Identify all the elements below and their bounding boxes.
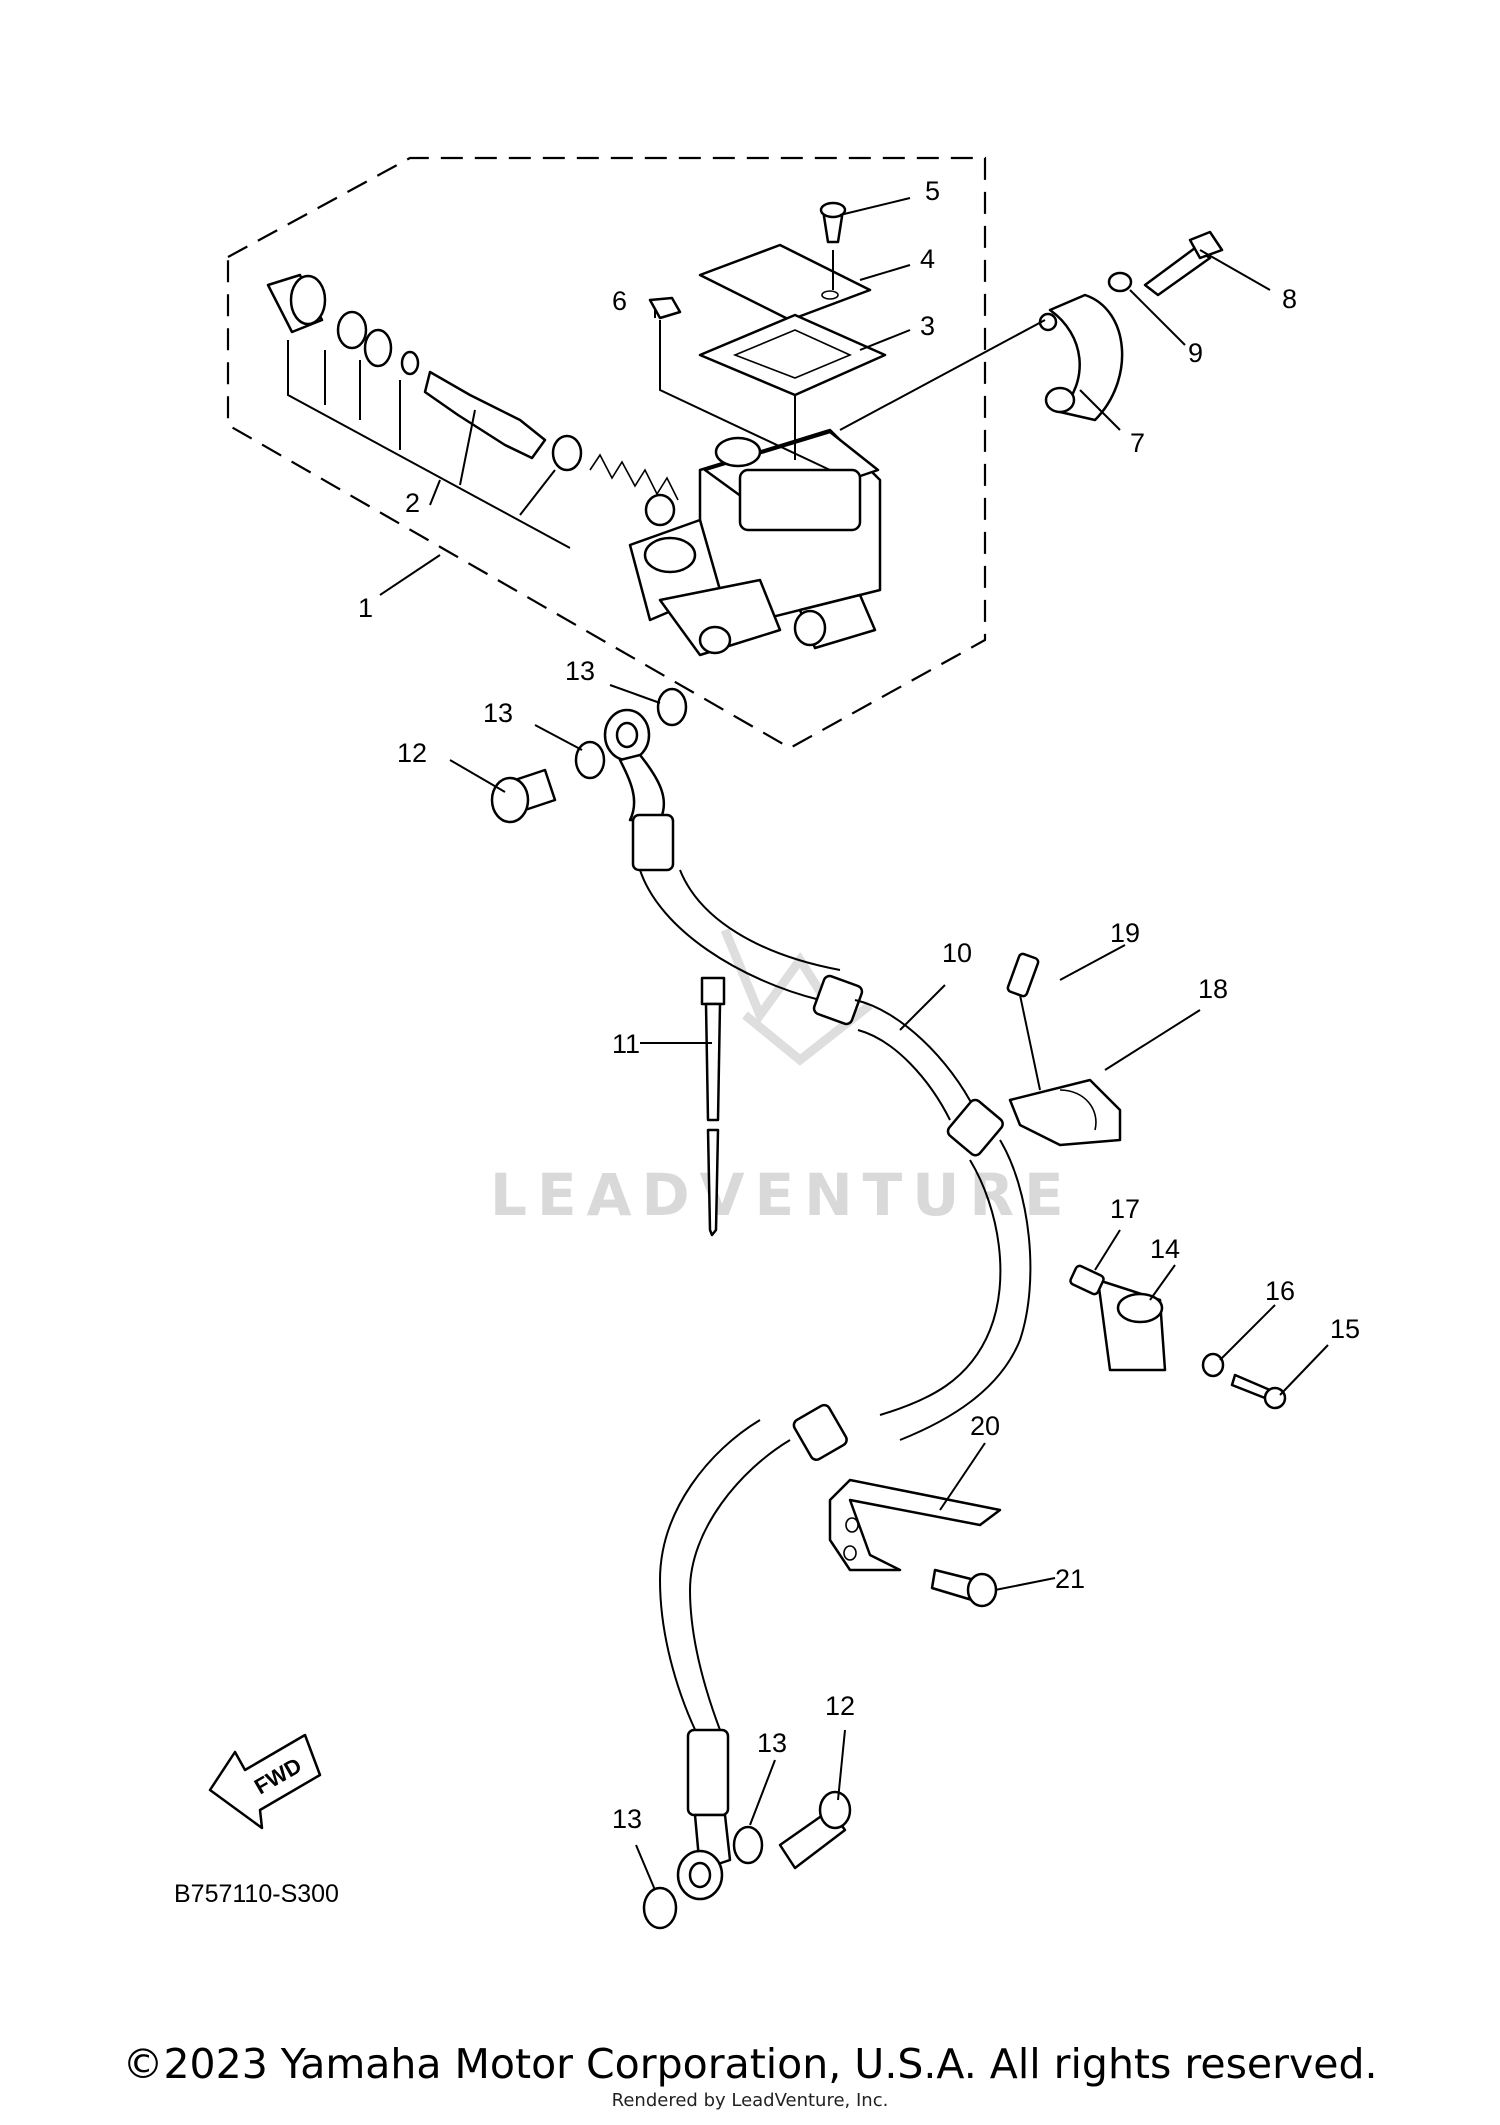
hose-clamp [1069, 1264, 1287, 1410]
callout-10: 10 [942, 938, 972, 968]
rendered-by-credit: Rendered by LeadVenture, Inc. [611, 2090, 889, 2111]
copyright-notice: ©2023 Yamaha Motor Corporation, U.S.A. A… [122, 2040, 1378, 2088]
callout-11: 11 [612, 1029, 640, 1059]
callout-7: 7 [1130, 428, 1145, 458]
watermark-text: LEADVENTURE [490, 1161, 1074, 1229]
callout-19: 19 [1110, 918, 1140, 948]
callout-13-d: 13 [757, 1728, 787, 1758]
callout-3: 3 [920, 311, 935, 341]
callout-13-a: 13 [483, 698, 513, 728]
bracket [828, 1478, 1002, 1608]
cable-tie [700, 976, 726, 1237]
callout-16: 16 [1265, 1276, 1295, 1306]
callout-17: 17 [1110, 1194, 1140, 1224]
callout-12-bottom: 12 [825, 1691, 855, 1721]
callout-1: 1 [358, 593, 373, 623]
diagram-code: B757110-S300 [174, 1880, 339, 1908]
watermark: LEADVENTURE [490, 928, 1074, 1229]
callout-15: 15 [1330, 1314, 1360, 1344]
callout-8: 8 [1282, 284, 1297, 314]
assembly-outline [226, 156, 987, 750]
callout-5: 5 [925, 176, 940, 206]
leader-lines [379, 197, 1329, 1891]
fwd-arrow: FWD [208, 1733, 322, 1830]
reservoir-cap [648, 201, 887, 471]
callout-20: 20 [970, 1411, 1000, 1441]
callout-12-top: 12 [397, 738, 427, 768]
callout-21: 21 [1055, 1564, 1085, 1594]
master-cylinder [628, 428, 882, 657]
callout-14: 14 [1150, 1234, 1180, 1264]
callout-13-c: 13 [612, 1804, 642, 1834]
washers-and-bolts [490, 687, 852, 1930]
brake-hose [603, 708, 1032, 1901]
callout-13-b: 13 [565, 656, 595, 686]
callout-18: 18 [1198, 974, 1228, 1004]
callout-2: 2 [405, 488, 420, 518]
callout-6: 6 [612, 286, 627, 316]
callout-4: 4 [920, 244, 935, 274]
handlebar-clamp [839, 230, 1224, 431]
hose-guide [1006, 952, 1122, 1147]
callout-9: 9 [1188, 338, 1203, 368]
piston-kit [266, 273, 679, 549]
callouts: 1 2 3 4 5 6 7 8 9 10 11 12 13 13 13 13 1… [358, 176, 1360, 1834]
